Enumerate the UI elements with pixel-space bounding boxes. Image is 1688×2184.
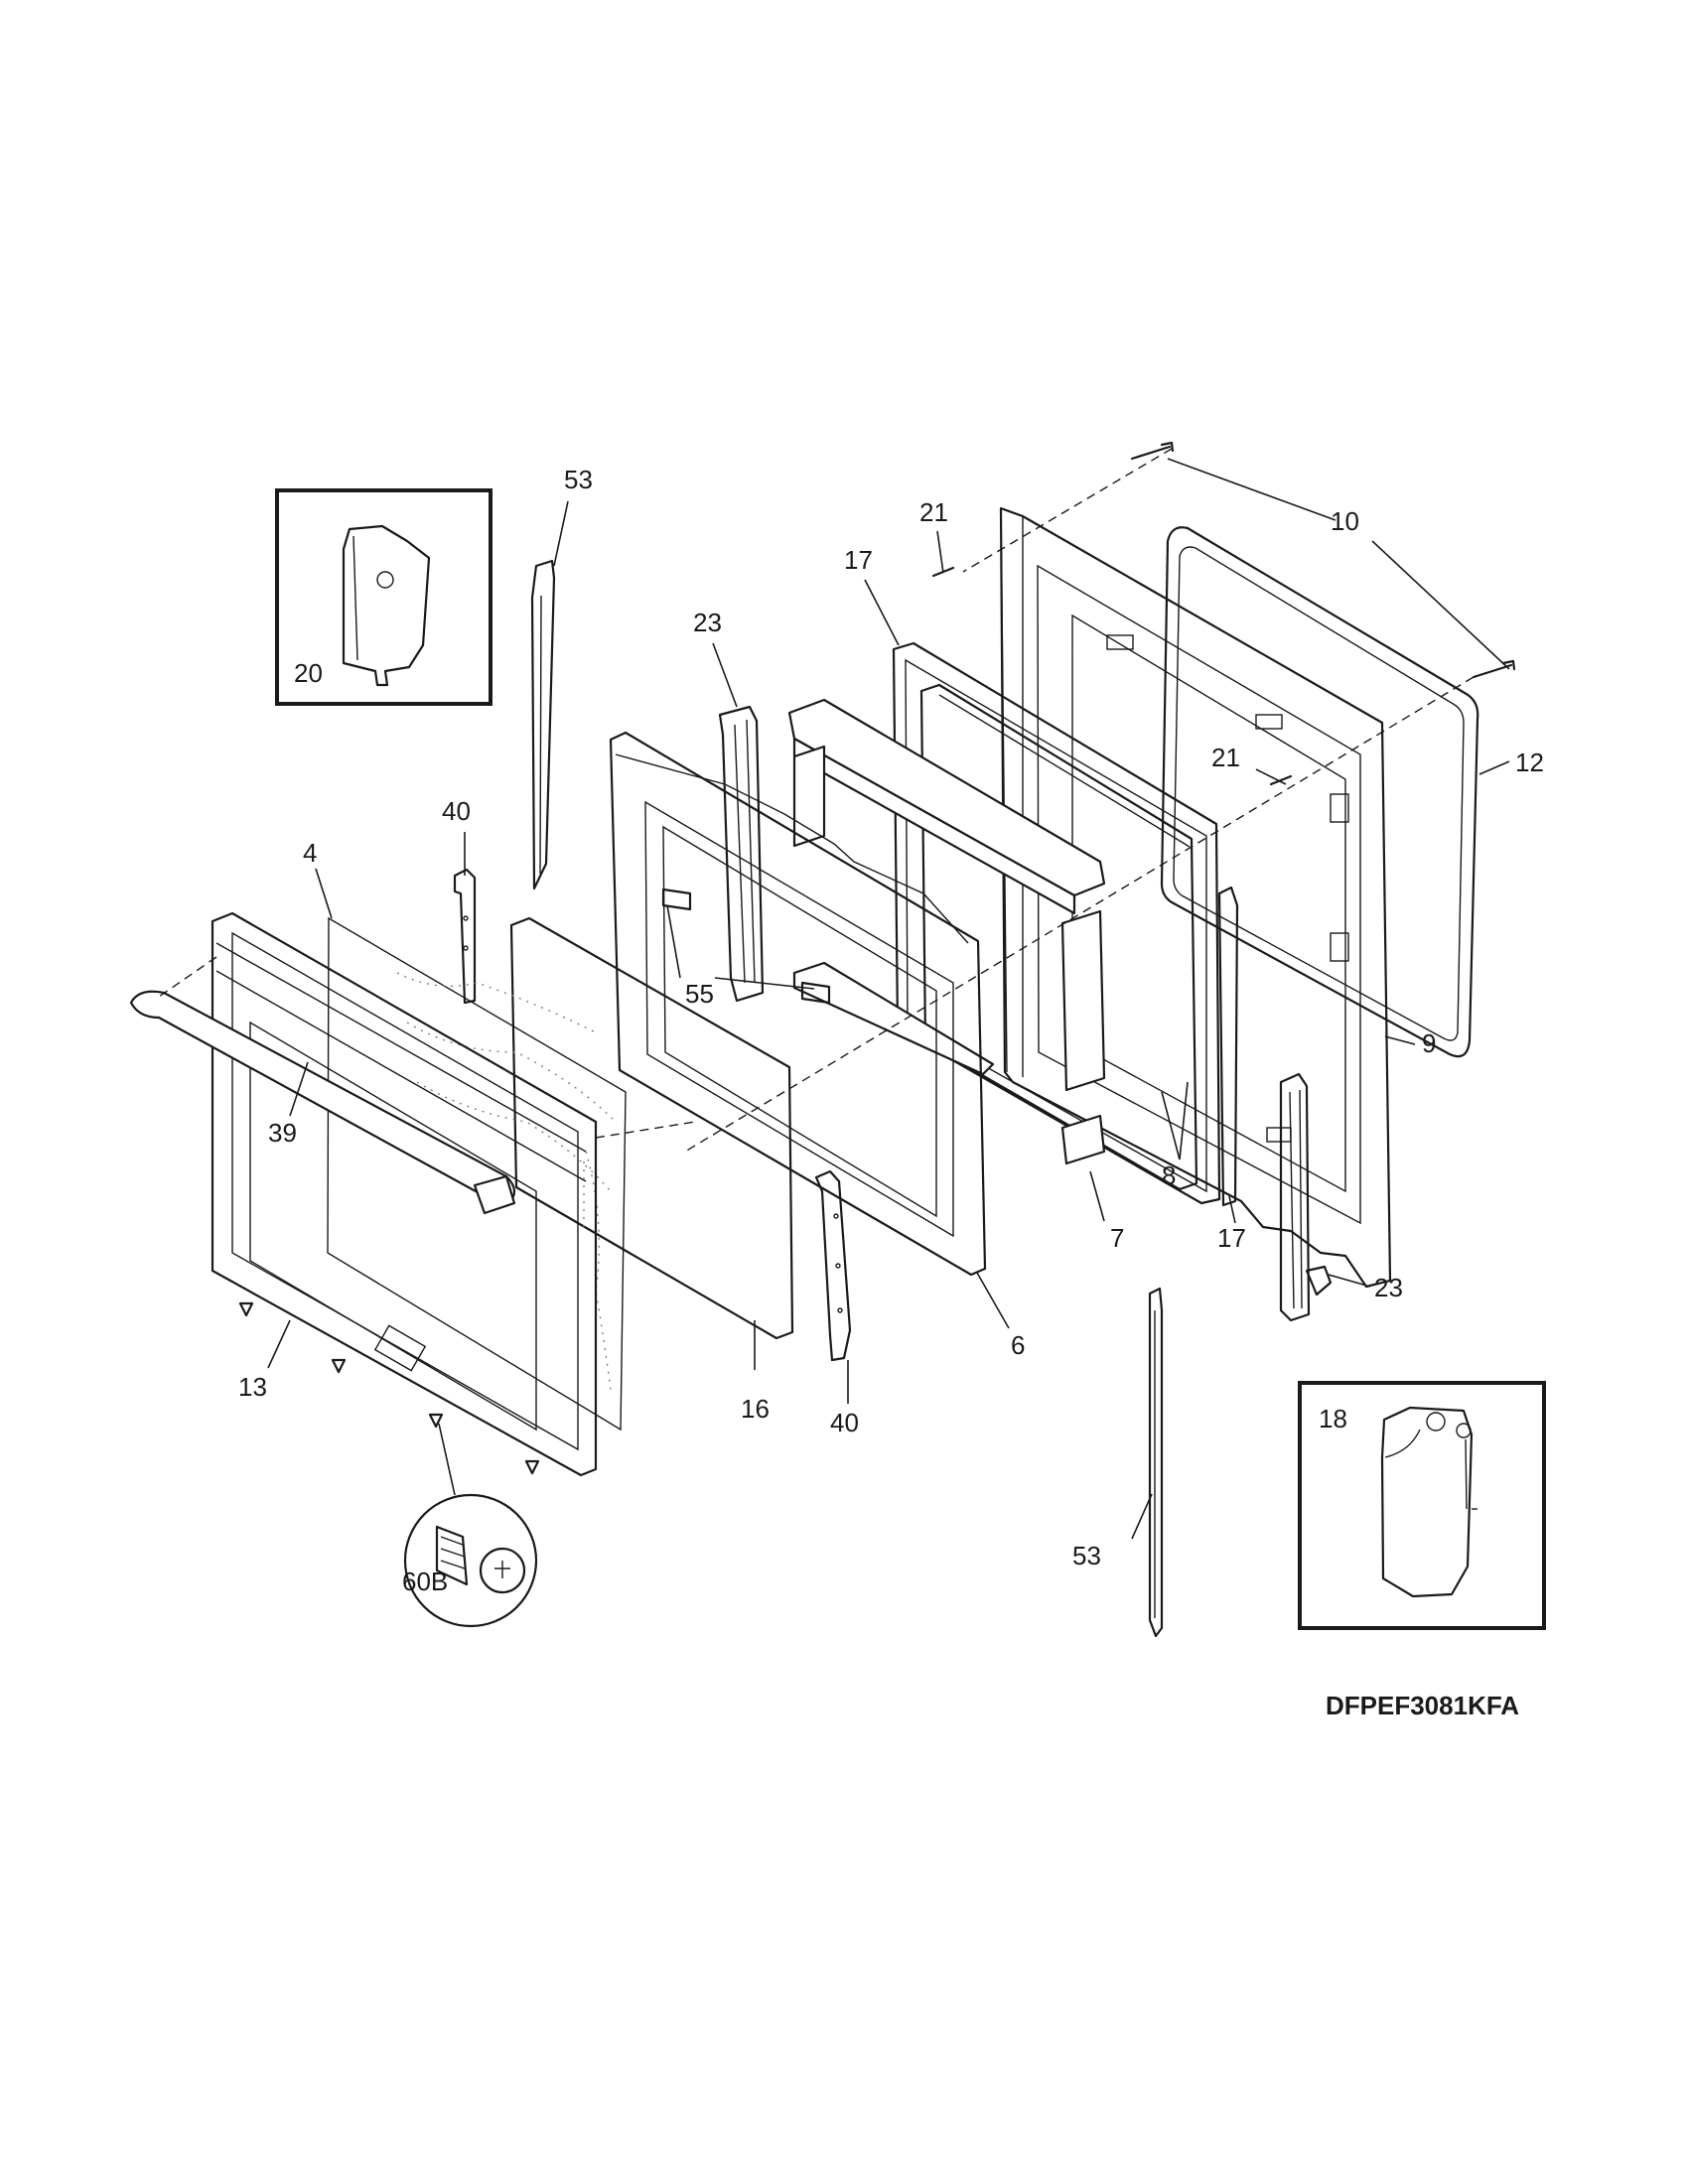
part-13-outer-door [211, 911, 598, 1477]
part-40-lower-bracket [814, 1169, 852, 1362]
part-53-upper-trim [530, 559, 556, 890]
part-16-glass-panel [509, 916, 794, 1340]
callout-60b: 60B [402, 1567, 448, 1596]
part-60b-screw-detail [403, 1493, 538, 1628]
leader-lines [267, 458, 1510, 1540]
part-17-lower-seal [1217, 886, 1239, 1207]
callout-20: 20 [294, 658, 323, 688]
part-40-upper-bracket [453, 868, 477, 1005]
part-23-lower-hinge [1279, 1072, 1333, 1322]
inset-part-18 [1298, 1381, 1546, 1630]
callout-8: 8 [1162, 1160, 1176, 1190]
inset-part-20 [275, 488, 492, 706]
callout-21-upper: 21 [919, 497, 948, 527]
part-39-handle [129, 990, 516, 1215]
callout-53-lower: 53 [1072, 1541, 1101, 1570]
part-7-insulation [787, 698, 1106, 1165]
alignment-lines [158, 448, 1475, 1153]
callout-13: 13 [238, 1372, 267, 1402]
diagram-code: DFPEF3081KFA [1326, 1691, 1519, 1720]
part-23-upper-hinge [718, 705, 765, 1003]
callout-6: 6 [1011, 1330, 1025, 1360]
callout-40-upper: 40 [442, 796, 471, 826]
callout-40-lower: 40 [830, 1408, 859, 1437]
callout-17-upper: 17 [844, 545, 873, 575]
part-55-brackets [661, 887, 831, 1005]
part-10-screws [1130, 441, 1516, 679]
callout-39: 39 [268, 1118, 297, 1148]
callout-10: 10 [1331, 506, 1359, 536]
callout-18: 18 [1319, 1404, 1347, 1433]
callout-12: 12 [1515, 748, 1544, 777]
screws [238, 1301, 540, 1475]
part-6-door-frame [609, 731, 987, 1277]
callout-55: 55 [685, 979, 714, 1009]
callout-4: 4 [303, 838, 317, 868]
callout-labels: 53 20 21 10 17 23 21 12 40 4 55 9 39 8 7… [238, 465, 1544, 1596]
callout-53-upper: 53 [564, 465, 593, 494]
callout-7: 7 [1110, 1223, 1124, 1253]
callout-16: 16 [741, 1394, 770, 1424]
callout-21-lower: 21 [1211, 743, 1240, 772]
callout-23-lower: 23 [1374, 1273, 1403, 1302]
callout-9: 9 [1422, 1028, 1436, 1058]
callout-17-lower: 17 [1217, 1223, 1246, 1253]
part-12-gasket [1160, 526, 1479, 1058]
callout-23-upper: 23 [693, 608, 722, 637]
part-53-lower-trim [1148, 1287, 1164, 1638]
